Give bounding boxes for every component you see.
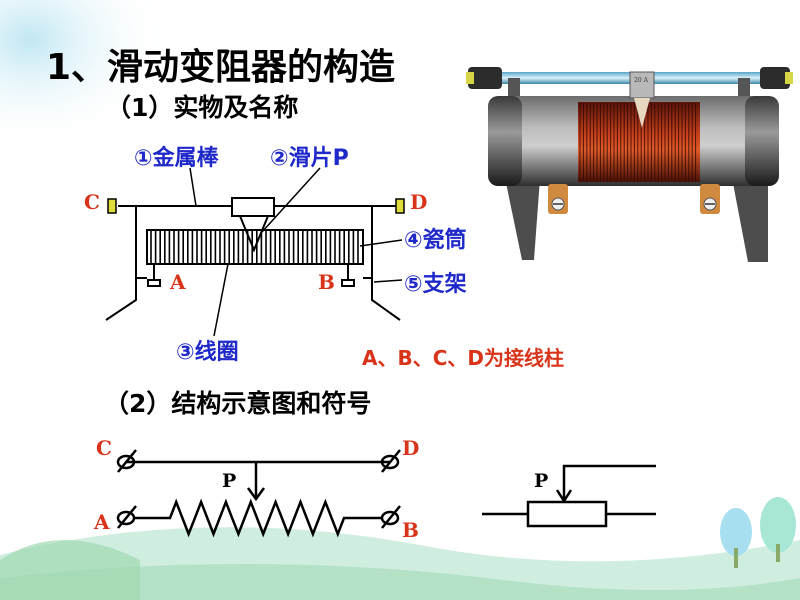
- circuit-label-p: P: [222, 470, 237, 492]
- label-terminal-a: A: [170, 270, 186, 294]
- circuit-terminal-b: [380, 510, 400, 526]
- label-coil: ③线圈: [176, 340, 239, 365]
- label-terminal-d: D: [410, 190, 428, 214]
- symbol-slider-wire: [562, 464, 656, 500]
- terminal-a-marker: [147, 279, 161, 287]
- photo-terminal-left-icon: [548, 184, 568, 214]
- page-title: 1、滑动变阻器的构造: [46, 47, 396, 88]
- label-terminal-c: C: [84, 190, 100, 214]
- terminal-note: A、B、C、D为接线柱: [362, 346, 565, 370]
- photo-left-leg: [505, 178, 540, 260]
- label-metal-rod: ①金属棒: [134, 146, 219, 171]
- hill-front: [0, 563, 800, 600]
- label-slider: ②滑片P: [270, 146, 349, 171]
- leader-slider: [261, 167, 321, 233]
- circuit-terminal-d: [380, 454, 400, 470]
- rheostat-symbol: [482, 464, 656, 528]
- frame-right: [363, 277, 401, 321]
- structure-diagram: [105, 167, 405, 337]
- symbol-resistor-box: [526, 500, 608, 528]
- circuit-label-d: D: [402, 436, 420, 460]
- tree-right-icon: [760, 497, 796, 562]
- leader-coil: [213, 263, 229, 337]
- terminal-b-marker: [341, 279, 355, 287]
- circuit-label-b: B: [402, 518, 419, 542]
- leader-tube: [359, 239, 403, 247]
- label-porcelain-tube: ④瓷筒: [404, 228, 467, 253]
- photo-terminal-right-icon: [700, 184, 720, 214]
- terminal-c-marker: [107, 198, 117, 214]
- hill-left: [0, 540, 140, 600]
- circuit-terminal-c: [116, 454, 136, 470]
- photo-slider: [629, 71, 655, 99]
- leader-frame: [373, 279, 403, 283]
- circuit-schematic: [116, 449, 401, 538]
- label-terminal-b: B: [318, 270, 335, 294]
- circuit-terminal-a: [116, 510, 136, 526]
- circuit-label-c: C: [96, 436, 112, 460]
- slider-contact: [239, 215, 269, 253]
- tree-left-icon: [720, 508, 752, 568]
- photo-label: 20 A: [634, 77, 649, 84]
- circuit-resistor-coil: [134, 498, 382, 538]
- subheading-photo: （1）实物及名称: [106, 93, 299, 122]
- symbol-label-p: P: [534, 470, 549, 492]
- photo-right-leg: [732, 178, 768, 262]
- frame-left: [105, 277, 147, 321]
- rheostat-photo: 20 A: [466, 67, 793, 262]
- leader-rod: [189, 167, 197, 207]
- slider-block: [231, 197, 275, 217]
- label-frame: ⑤支架: [404, 272, 467, 297]
- subheading-schematic: （2）结构示意图和符号: [104, 389, 372, 418]
- top-left-halo: [0, 0, 170, 150]
- circuit-label-a: A: [94, 510, 110, 534]
- porcelain-tube: [146, 229, 364, 265]
- terminal-d-marker: [395, 198, 405, 214]
